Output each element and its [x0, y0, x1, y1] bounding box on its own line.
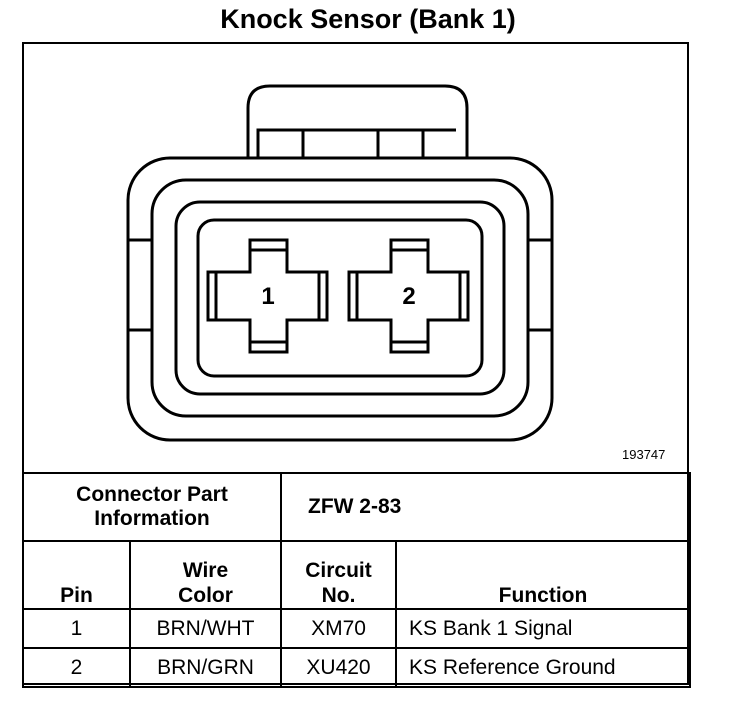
- header-wire-color: Wire Color: [129, 540, 282, 610]
- latch-rib-left: [256, 128, 305, 160]
- connector-info-label: Connector Part Information: [22, 472, 282, 542]
- header-row: Pin Wire Color Circuit No. Function: [22, 540, 691, 610]
- cell-pin: 1: [22, 608, 131, 649]
- header-pin: Pin: [22, 540, 131, 610]
- diagram-title: Knock Sensor (Bank 1): [220, 4, 516, 34]
- pin-1-terminal: [206, 238, 329, 354]
- latch-tab: [246, 84, 469, 158]
- header-circuit: Circuit No.: [280, 540, 397, 610]
- housing-inner-wall: [150, 178, 530, 418]
- header-function: Function: [395, 540, 691, 610]
- pinout-table: Connector Part Information ZFW 2-83 Pin …: [22, 472, 691, 688]
- part-number: 193747: [622, 447, 666, 462]
- pin-1-label: 1: [261, 283, 274, 310]
- cell-wire-color: BRN/WHT: [129, 608, 282, 649]
- cell-pin: 2: [22, 647, 131, 688]
- cell-circuit: XM70: [280, 608, 397, 649]
- housing-cavity: [174, 200, 506, 396]
- connector-housing: [126, 156, 554, 442]
- cell-wire-color: BRN/GRN: [129, 647, 282, 688]
- connector-info-value: ZFW 2-83: [280, 472, 691, 542]
- pin-2-terminal: [347, 238, 470, 354]
- table-row: 1 BRN/WHT XM70 KS Bank 1 Signal: [22, 608, 691, 649]
- pin-2-label: 2: [402, 283, 415, 310]
- terminal-face: [196, 218, 484, 378]
- cell-function: KS Reference Ground: [395, 647, 691, 688]
- latch-rib-right: [376, 128, 425, 160]
- table-row: 2 BRN/GRN XU420 KS Reference Ground: [22, 647, 691, 688]
- connector-info-row: Connector Part Information ZFW 2-83: [22, 472, 691, 542]
- cell-function: KS Bank 1 Signal: [395, 608, 691, 649]
- cell-circuit: XU420: [280, 647, 397, 688]
